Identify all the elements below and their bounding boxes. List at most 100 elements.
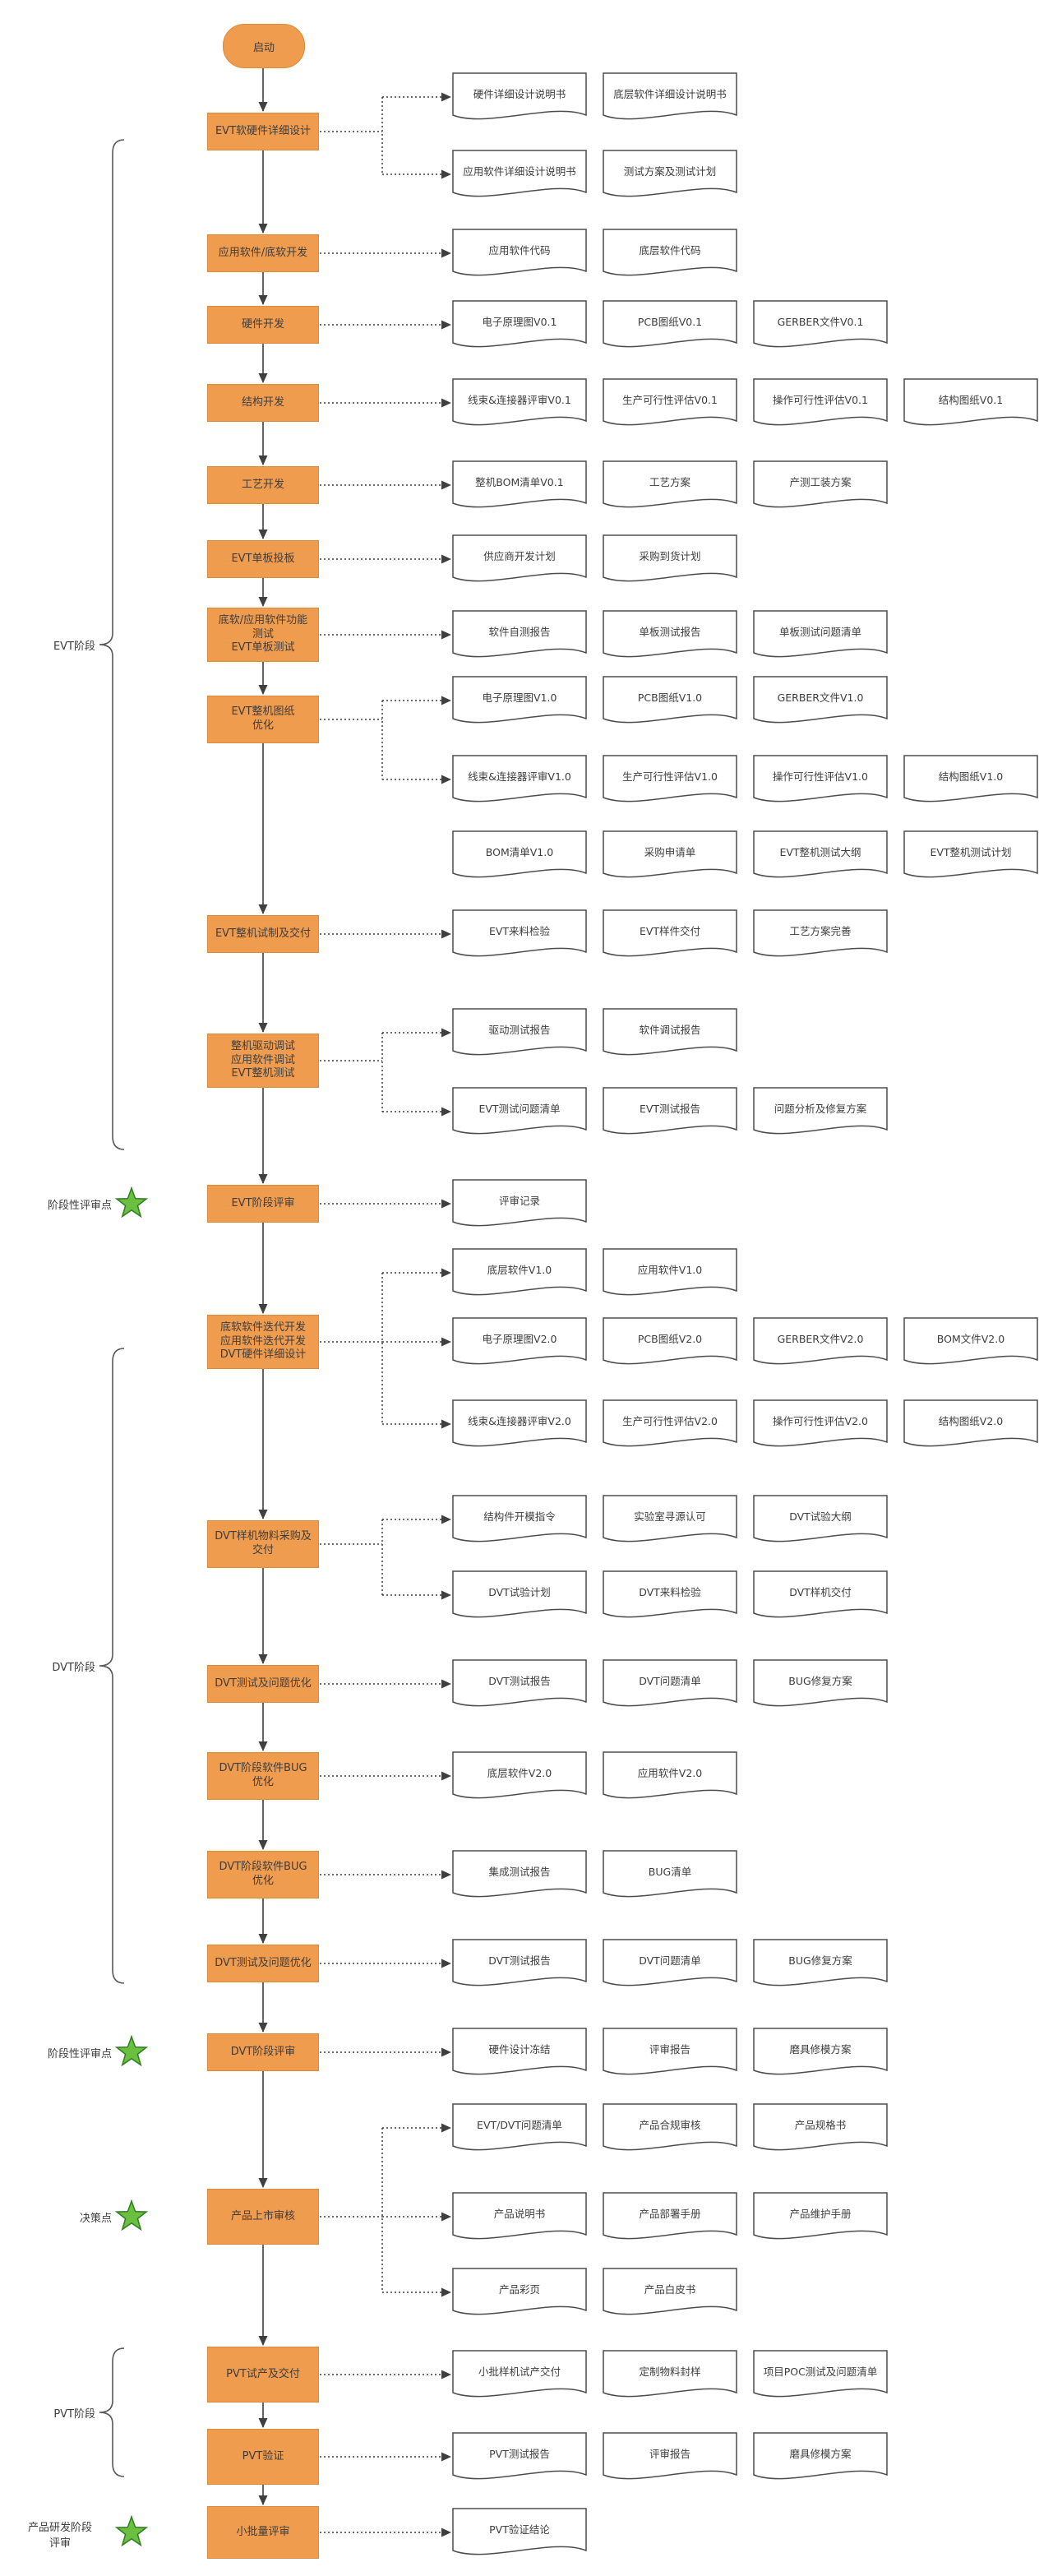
document-label: 驱动测试报告 bbox=[488, 1023, 551, 1036]
document-label: 工艺方案完善 bbox=[789, 924, 852, 937]
document-shape-icon bbox=[452, 1570, 587, 1618]
document-label: 供应商开发计划 bbox=[483, 549, 556, 562]
document-label: BOM清单V1.0 bbox=[485, 845, 554, 858]
document-label: 集成测试报告 bbox=[488, 1865, 551, 1878]
process-node-3: 硬件开发 bbox=[207, 306, 319, 344]
doc-arrowhead-icon bbox=[441, 1870, 451, 1880]
document-shape-icon bbox=[603, 676, 737, 724]
document-node: EVT测试报告 bbox=[603, 1087, 737, 1143]
document-label: EVT整机测试计划 bbox=[930, 845, 1012, 858]
document-label: 产品合规审核 bbox=[639, 2118, 701, 2131]
document-node: PVT测试报告 bbox=[452, 2432, 587, 2488]
doc-arrowhead-icon bbox=[441, 248, 451, 258]
document-node: GERBER文件V1.0 bbox=[753, 676, 888, 732]
flow-arrowhead-icon bbox=[258, 2418, 268, 2428]
doc-arrowhead-icon bbox=[441, 1419, 451, 1429]
document-shape-icon bbox=[753, 2432, 888, 2480]
doc-arrowhead-icon bbox=[441, 320, 451, 330]
doc-arrowhead-icon bbox=[441, 1590, 451, 1600]
document-label: PVT验证结论 bbox=[489, 2523, 550, 2536]
document-node: BOM清单V1.0 bbox=[452, 830, 587, 886]
document-shape-icon bbox=[452, 1659, 587, 1707]
document-label: EVT整机测试大纲 bbox=[779, 845, 861, 858]
document-node: 应用软件V2.0 bbox=[603, 1751, 737, 1807]
document-shape-icon bbox=[452, 2432, 587, 2480]
process-node-20: PVT试产及交付 bbox=[207, 2347, 319, 2403]
document-shape-icon bbox=[452, 1179, 587, 1227]
process-node-6: EVT单板投板 bbox=[207, 540, 319, 578]
doc-arrowhead-icon bbox=[441, 1959, 451, 1968]
document-node: 结构图纸V1.0 bbox=[903, 755, 1038, 811]
document-label: 电子原理图V1.0 bbox=[482, 691, 557, 704]
document-node: 生产可行性评估V0.1 bbox=[603, 378, 737, 434]
flow-arrowhead-icon bbox=[258, 2495, 268, 2505]
document-shape-icon bbox=[452, 378, 587, 426]
process-node-14: DVT测试及问题优化 bbox=[207, 1665, 319, 1703]
doc-arrowhead-icon bbox=[441, 929, 451, 939]
document-node: 采购申请单 bbox=[603, 830, 737, 886]
document-node: 应用软件代码 bbox=[452, 229, 587, 284]
stage-label-3: PVT阶段 bbox=[53, 2408, 95, 2421]
process-node-10: 整机驱动调试 应用软件调试 EVT整机测试 bbox=[207, 1034, 319, 1088]
document-node: PCB图纸V0.1 bbox=[603, 300, 737, 356]
document-label: 生产可行性评估V0.1 bbox=[622, 393, 718, 406]
document-shape-icon bbox=[452, 72, 587, 120]
document-node: 电子原理图V1.0 bbox=[452, 676, 587, 732]
process-node-21: PVT验证 bbox=[207, 2429, 319, 2485]
document-shape-icon bbox=[903, 1317, 1038, 1365]
doc-arrowhead-icon bbox=[441, 2047, 451, 2057]
document-node: 线束&连接器评审V0.1 bbox=[452, 378, 587, 434]
doc-arrowhead-icon bbox=[441, 2123, 451, 2133]
document-node: 线束&连接器评审V1.0 bbox=[452, 755, 587, 811]
milestone-label-3: 决策点 bbox=[79, 2213, 112, 2225]
document-shape-icon bbox=[753, 1399, 888, 1447]
document-shape-icon bbox=[753, 1087, 888, 1135]
document-node: PCB图纸V1.0 bbox=[603, 676, 737, 732]
document-label: 应用软件代码 bbox=[488, 243, 551, 257]
document-shape-icon bbox=[903, 1399, 1038, 1447]
doc-arrowhead-icon bbox=[441, 2527, 451, 2537]
document-shape-icon bbox=[452, 300, 587, 348]
doc-arrowhead-icon bbox=[441, 2370, 451, 2379]
document-shape-icon bbox=[903, 755, 1038, 802]
document-label: 产品维护手册 bbox=[789, 2207, 852, 2220]
document-shape-icon bbox=[603, 2268, 737, 2315]
milestone-label-2: 阶段性评审点 bbox=[47, 2048, 112, 2060]
document-shape-icon bbox=[753, 2028, 888, 2075]
flow-arrowhead-icon bbox=[258, 530, 268, 539]
document-node: PCB图纸V2.0 bbox=[603, 1317, 737, 1373]
doc-arrowhead-icon bbox=[441, 1337, 451, 1347]
document-node: 供应商开发计划 bbox=[452, 534, 587, 590]
document-label: 线束&连接器评审V0.1 bbox=[468, 393, 571, 406]
document-node: 产品说明书 bbox=[452, 2192, 587, 2248]
document-label: 采购申请单 bbox=[644, 845, 696, 858]
document-node: 结构图纸V2.0 bbox=[903, 1399, 1038, 1455]
document-node: 线束&连接器评审V2.0 bbox=[452, 1399, 587, 1455]
document-node: PVT验证结论 bbox=[452, 2508, 587, 2564]
document-node: 集成测试报告 bbox=[452, 1850, 587, 1906]
document-shape-icon bbox=[452, 1751, 587, 1799]
document-label: DVT测试报告 bbox=[488, 1954, 551, 1967]
document-shape-icon bbox=[452, 1399, 587, 1447]
document-label: 线束&连接器评审V2.0 bbox=[468, 1414, 571, 1427]
document-node: 定制物料封样 bbox=[603, 2350, 737, 2406]
flow-arrowhead-icon bbox=[258, 685, 268, 695]
flow-arrowhead-icon bbox=[258, 295, 268, 305]
document-shape-icon bbox=[603, 1850, 737, 1898]
document-node: 硬件详细设计说明书 bbox=[452, 72, 587, 128]
document-label: PCB图纸V0.1 bbox=[637, 315, 703, 328]
document-label: 项目POC测试及问题清单 bbox=[763, 2365, 878, 2378]
document-node: 底层软件代码 bbox=[603, 229, 737, 284]
document-shape-icon bbox=[452, 830, 587, 878]
document-shape-icon bbox=[603, 2432, 737, 2480]
document-shape-icon bbox=[603, 1317, 737, 1365]
document-label: 底层软件V2.0 bbox=[487, 1766, 552, 1779]
document-node: 评审报告 bbox=[603, 2432, 737, 2488]
process-node-4: 结构开发 bbox=[207, 384, 319, 422]
process-node-8: EVT整机图纸 优化 bbox=[207, 696, 319, 743]
doc-arrowhead-icon bbox=[441, 554, 451, 564]
document-label: 结构图纸V1.0 bbox=[938, 770, 1004, 783]
document-node: 产品规格书 bbox=[753, 2103, 888, 2159]
stage-label-2: DVT阶段 bbox=[52, 1662, 95, 1674]
